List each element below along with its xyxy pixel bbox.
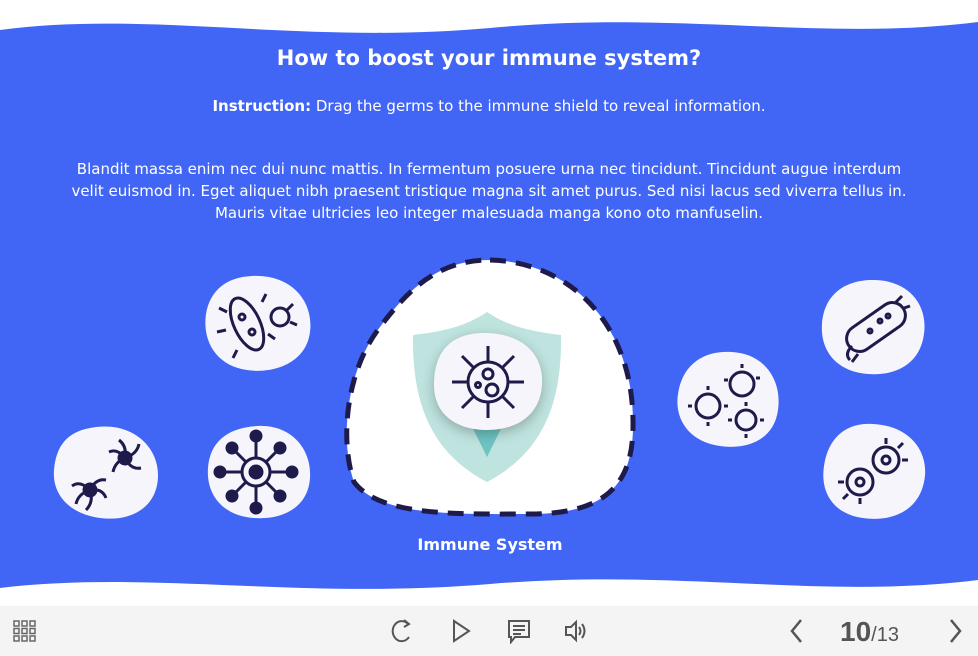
germ-bacillus-card[interactable] xyxy=(818,276,930,380)
player-toolbar: 10/13 xyxy=(0,606,978,656)
instruction-text: Drag the germs to the immune shield to r… xyxy=(311,97,766,115)
volume-icon[interactable] xyxy=(563,618,589,644)
germ-coronavirus-card[interactable] xyxy=(432,330,544,434)
slide: How to boost your immune system? Instruc… xyxy=(0,22,978,589)
virus-nodes-icon xyxy=(207,425,311,519)
germ-cocci-card[interactable] xyxy=(672,348,784,452)
germ-diplococcus-card[interactable] xyxy=(818,420,930,524)
page-counter: 10/13 xyxy=(840,616,899,648)
bacteria-icon xyxy=(205,275,311,371)
previous-page-icon[interactable] xyxy=(784,618,810,644)
germ-bacteria-card[interactable] xyxy=(202,272,314,376)
captions-icon[interactable] xyxy=(506,618,532,644)
play-icon[interactable] xyxy=(449,618,475,644)
menu-grid-icon[interactable] xyxy=(12,618,38,644)
total-pages: /13 xyxy=(871,624,899,646)
cocci-icon xyxy=(677,351,779,447)
instruction: Instruction: Drag the germs to the immun… xyxy=(0,97,978,115)
germ-spirochete-card[interactable] xyxy=(50,420,162,524)
diplococcus-icon xyxy=(823,423,926,519)
coronavirus-icon xyxy=(434,332,543,430)
page-title: How to boost your immune system? xyxy=(276,46,702,70)
bacillus-icon xyxy=(821,280,925,375)
spirochete-icon xyxy=(53,426,158,519)
replay-icon[interactable] xyxy=(389,618,415,644)
drop-zone-label: Immune System xyxy=(417,535,563,554)
germ-virus-nodes-card[interactable] xyxy=(202,420,314,524)
body-text: Blandit massa enim nec dui nunc mattis. … xyxy=(71,160,907,222)
instruction-label: Instruction: xyxy=(212,97,312,115)
next-page-icon[interactable] xyxy=(942,618,968,644)
current-page: 10 xyxy=(840,616,872,647)
